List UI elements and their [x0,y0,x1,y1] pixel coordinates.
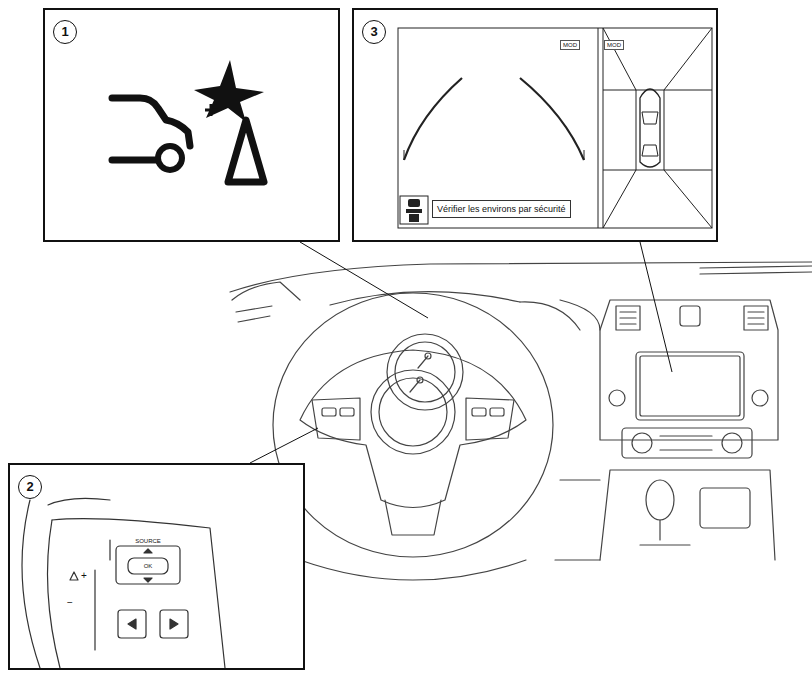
volume-sign: + [81,571,87,581]
volume-sign: − [67,598,73,608]
button-label: OK [144,563,153,569]
callout-number: 2 [18,475,42,499]
callout-panel: 2 [8,463,305,670]
callout-panel: 3Vérifier les environs par sécurité [352,8,718,242]
switch-label: SOURCE [135,538,161,544]
callout-panel: 1 [43,8,340,242]
callout-number: 1 [53,20,77,44]
screen-badge: MOD [604,40,624,50]
screen-message: Vérifier les environs par sécurité [437,203,566,215]
screen-badge: MOD [560,40,580,50]
message-box: Vérifier les environs par sécurité [432,200,571,218]
callout-number: 3 [362,20,386,44]
